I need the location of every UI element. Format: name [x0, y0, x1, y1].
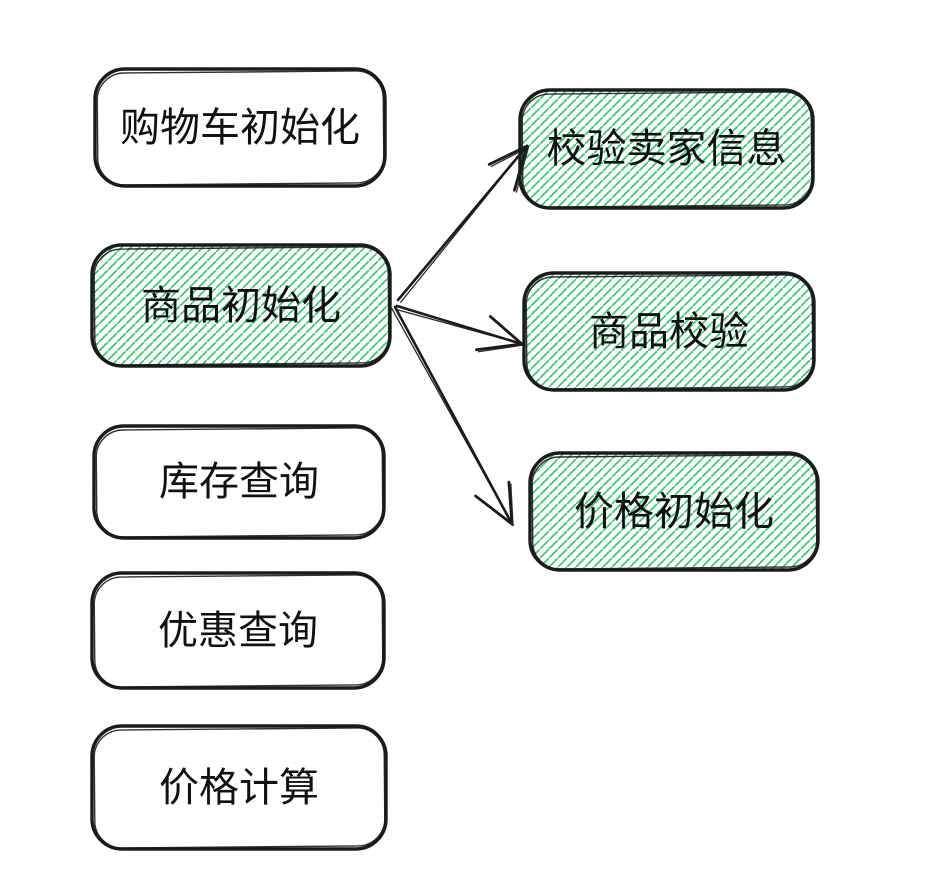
node-label: 购物车初始化	[120, 105, 360, 150]
node-shape-product-init	[90, 243, 392, 368]
node-shape-discount-query	[90, 571, 386, 690]
node-label: 优惠查询	[158, 608, 318, 653]
node-shape-cart-init	[93, 67, 387, 188]
arrow-product-init-to-product-verify[interactable]	[395, 304, 525, 353]
node-label: 库存查询	[159, 460, 319, 504]
node-label: 商品校验	[589, 309, 749, 354]
node-label: 校验卖家信息	[546, 127, 787, 171]
node-label: 价格计算	[159, 765, 319, 810]
node-shape-inventory-query	[92, 424, 386, 540]
node-product-init[interactable]: 商品初始化	[90, 243, 392, 368]
node-verify-seller[interactable]: 校验卖家信息	[518, 88, 815, 210]
node-cart-init[interactable]: 购物车初始化	[93, 67, 387, 188]
node-shape-price-calc	[90, 724, 388, 851]
node-label: 商品初始化	[141, 283, 341, 328]
node-product-verify[interactable]: 商品校验	[522, 271, 816, 392]
node-shape-product-verify	[522, 271, 816, 392]
arrow-product-init-to-verify-seller[interactable]	[396, 144, 530, 303]
node-discount-query[interactable]: 优惠查询	[90, 571, 386, 690]
node-label: 价格初始化	[574, 489, 774, 534]
node-inventory-query[interactable]: 库存查询	[92, 424, 386, 540]
node-price-init[interactable]: 价格初始化	[528, 451, 820, 572]
node-shape-price-init	[528, 451, 820, 572]
node-price-calc[interactable]: 价格计算	[90, 724, 388, 851]
arrow-product-init-to-price-init[interactable]	[391, 305, 515, 527]
